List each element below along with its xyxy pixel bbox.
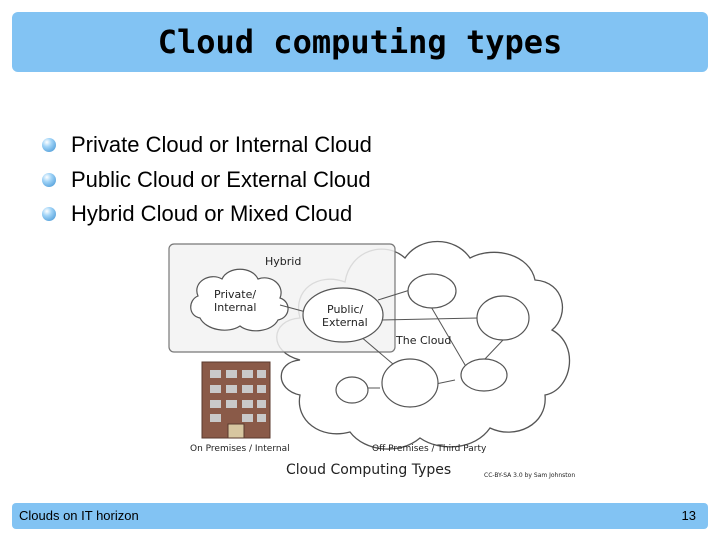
cloud-label: The Cloud bbox=[395, 334, 451, 347]
off-premises-label: Off Premises / Third Party bbox=[372, 444, 487, 454]
bullet-icon bbox=[42, 138, 56, 153]
slide-title: Cloud computing types bbox=[157, 23, 563, 61]
bullet-item: Hybrid Cloud or Mixed Cloud bbox=[42, 197, 372, 232]
private-cloud-shape bbox=[190, 268, 289, 332]
bullet-text: Private Cloud or Internal Cloud bbox=[71, 132, 372, 158]
cloud-node bbox=[335, 376, 369, 404]
footer-bar: Clouds on IT horizon 13 bbox=[12, 503, 708, 529]
building-icon bbox=[201, 361, 271, 439]
diagram-caption: Cloud Computing Types bbox=[286, 462, 451, 478]
cloud-node bbox=[407, 273, 457, 309]
private-label-line1: Private/ bbox=[214, 288, 256, 301]
cloud-node bbox=[460, 358, 508, 392]
cloud-node bbox=[476, 295, 530, 341]
bullet-text: Public Cloud or External Cloud bbox=[71, 166, 371, 192]
bullet-list: Private Cloud or Internal Cloud Public C… bbox=[42, 128, 372, 232]
private-label-line2: Internal bbox=[214, 301, 256, 314]
hybrid-label: Hybrid bbox=[265, 255, 301, 268]
cloud-node bbox=[381, 358, 439, 408]
public-node bbox=[302, 287, 384, 343]
title-bar: Cloud computing types bbox=[12, 12, 708, 72]
on-premises-label: On Premises / Internal bbox=[190, 444, 290, 454]
page-number: 13 bbox=[681, 508, 696, 523]
footer-title: Clouds on IT horizon bbox=[19, 508, 139, 523]
bullet-icon bbox=[42, 207, 56, 222]
public-label-line1: Public/ bbox=[327, 303, 364, 316]
public-label-line2: External bbox=[322, 316, 368, 329]
diagram-credit: CC-BY-SA 3.0 by Sam Johnston bbox=[484, 472, 575, 479]
bullet-icon bbox=[42, 172, 56, 187]
bullet-text: Hybrid Cloud or Mixed Cloud bbox=[71, 201, 353, 227]
bullet-item: Private Cloud or Internal Cloud bbox=[42, 128, 372, 163]
bullet-item: Public Cloud or External Cloud bbox=[42, 163, 372, 198]
